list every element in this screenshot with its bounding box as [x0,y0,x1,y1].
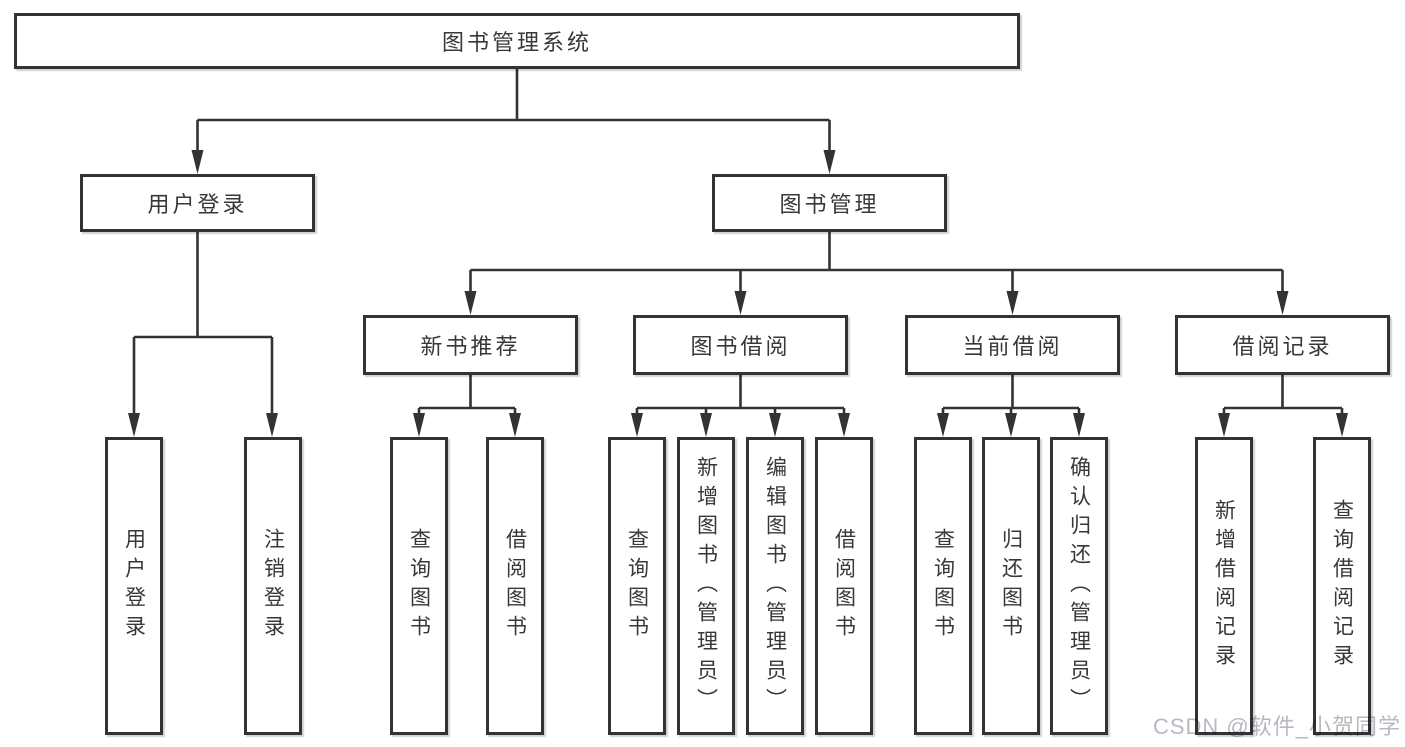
leaf-query-books-current-label: 查询图书 [931,528,955,644]
leaf-return-books: 归还图书 [982,437,1040,735]
leaf-logout: 注销登录 [244,437,302,735]
node-book-borrowing: 图书借阅 [633,315,848,375]
leaf-add-books-admin-label: 新增图书（管理员） [694,455,718,717]
node-book-management: 图书管理 [712,174,947,232]
node-borrowing-records: 借阅记录 [1175,315,1390,375]
node-new-book-recommendation: 新书推荐 [363,315,578,375]
leaf-query-books-current: 查询图书 [914,437,972,735]
leaf-borrow-books-recommend-label: 借阅图书 [503,528,527,644]
leaf-query-borrow-record-label: 查询借阅记录 [1330,499,1354,673]
leaf-edit-books-admin: 编辑图书（管理员） [746,437,804,735]
arrowheads [128,150,1348,437]
leaf-confirm-return-admin: 确认归还（管理员） [1050,437,1108,735]
leaf-return-books-label: 归还图书 [999,528,1023,644]
leaf-query-books-borrowing: 查询图书 [608,437,666,735]
node-user-login: 用户登录 [80,174,315,232]
leaf-logout-label: 注销登录 [261,528,285,644]
leaf-add-borrow-record: 新增借阅记录 [1195,437,1253,735]
leaf-user-login: 用户登录 [105,437,163,735]
leaf-query-books-recommend-label: 查询图书 [407,528,431,644]
leaf-confirm-return-admin-label: 确认归还（管理员） [1067,455,1091,717]
leaf-user-login-label: 用户登录 [122,528,146,644]
leaf-add-books-admin: 新增图书（管理员） [677,437,735,735]
leaf-borrow-books-recommend: 借阅图书 [486,437,544,735]
leaf-query-books-recommend: 查询图书 [390,437,448,735]
node-library-system: 图书管理系统 [14,13,1020,69]
leaf-add-borrow-record-label: 新增借阅记录 [1212,499,1236,673]
leaf-query-borrow-record: 查询借阅记录 [1313,437,1371,735]
csdn-watermark: CSDN @软件_小贺同学 [1152,714,1401,739]
leaf-borrow-books: 借阅图书 [815,437,873,735]
leaf-borrow-books-label: 借阅图书 [832,528,856,644]
node-current-borrowing: 当前借阅 [905,315,1120,375]
leaf-edit-books-admin-label: 编辑图书（管理员） [763,455,787,717]
leaf-query-books-borrowing-label: 查询图书 [625,528,649,644]
